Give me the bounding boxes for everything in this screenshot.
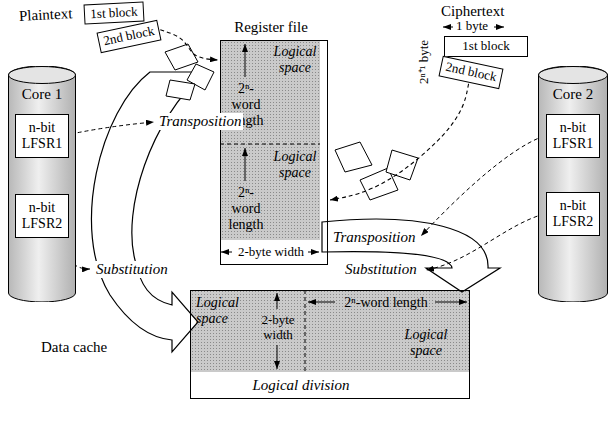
stream-label: Plaintext xyxy=(19,5,82,25)
dimension-label: 2ⁿ⁺¹ byte xyxy=(417,39,432,85)
cylinder-body xyxy=(9,66,76,302)
data-flow-connector xyxy=(160,30,218,60)
operation-label: Substitution xyxy=(344,261,418,278)
operation-label: Substitution xyxy=(95,261,169,278)
dimension-label: 2-byte width xyxy=(221,245,321,260)
data-block-sheet xyxy=(386,150,418,180)
box-text: 1st block xyxy=(462,39,509,54)
dimension-arrow xyxy=(308,252,319,253)
data-cache-box: Data cacheLogical space2-byte width2ⁿ-wo… xyxy=(190,290,470,399)
lfsr-box: n-bit LFSR2 xyxy=(546,192,600,236)
lfsr-box: n-bit LFSR2 xyxy=(15,194,69,238)
cpu-core-cylinder: Core 1 n-bit LFSR1 n-bit LFSR2 xyxy=(8,66,76,302)
dimension-label: 2-byte width xyxy=(253,313,303,343)
cylinder-body xyxy=(539,66,608,302)
data-block: 2nd block xyxy=(438,56,503,89)
control-leader xyxy=(426,214,544,270)
region-label: Logical space xyxy=(396,327,456,359)
region-label: Logical space xyxy=(196,295,246,327)
data-block-sheet xyxy=(335,142,372,172)
data-block-sheet xyxy=(166,80,195,100)
lfsr-box: n-bit LFSR1 xyxy=(546,114,600,158)
cylinder-top xyxy=(539,67,608,84)
data-cache-fill xyxy=(190,290,470,372)
register-file-box: Register fileLogical space2ⁿ- word lengt… xyxy=(220,40,328,265)
dimension-arrow xyxy=(245,44,246,77)
region-label: Logical space xyxy=(271,149,319,181)
logical-divider xyxy=(220,144,320,145)
dimension-arrow xyxy=(443,27,453,28)
data-block: 2nd block xyxy=(96,20,161,53)
box-text: 2nd block xyxy=(102,24,156,49)
box-text: 1st block xyxy=(90,4,138,21)
core-label: Core 2 xyxy=(538,86,608,103)
box-text: n-bit LFSR1 xyxy=(551,120,595,152)
data-block-sheet xyxy=(165,44,198,70)
component-title: Register file xyxy=(221,19,321,36)
dimension-arrow xyxy=(221,252,232,253)
dimension-arrow xyxy=(245,148,246,181)
operation-label: Transposition xyxy=(158,113,243,130)
dimension-arrow xyxy=(494,27,504,28)
control-leader xyxy=(421,136,544,236)
register-file-fill xyxy=(220,40,320,240)
core-label: Core 1 xyxy=(8,86,76,103)
caption-label: Logical division xyxy=(231,377,371,394)
cylinder-top xyxy=(9,67,76,84)
dimension-arrow xyxy=(277,293,278,309)
dimension-arrow xyxy=(308,302,335,303)
dimension-label: 2ⁿ-word length xyxy=(331,295,441,311)
stream-label: Ciphertext xyxy=(441,3,521,20)
data-flow-connector xyxy=(330,84,469,200)
box-text: n-bit LFSR2 xyxy=(551,198,595,230)
control-leader xyxy=(71,122,154,134)
component-title: Data cache xyxy=(41,339,141,356)
dimension-label: 1 byte xyxy=(455,19,489,34)
dimension-arrow xyxy=(277,345,278,369)
operation-label: Transposition xyxy=(332,229,417,246)
lfsr-box: n-bit LFSR1 xyxy=(15,114,69,158)
logical-divider xyxy=(305,290,306,372)
box-text: n-bit LFSR1 xyxy=(20,120,64,152)
dimension-arrow xyxy=(435,302,467,303)
process-flow-arrow xyxy=(322,219,500,292)
region-label: Logical space xyxy=(271,44,319,76)
cpu-core-cylinder: Core 2 n-bit LFSR1 n-bit LFSR2 xyxy=(538,66,608,302)
box-text: n-bit LFSR2 xyxy=(20,200,64,232)
box-text: 2nd block xyxy=(444,60,498,85)
dimension-label: 2ⁿ- word length xyxy=(223,185,269,233)
data-block: Ciphertext1st block xyxy=(444,36,528,57)
data-block: Plaintext1st block xyxy=(84,1,145,24)
